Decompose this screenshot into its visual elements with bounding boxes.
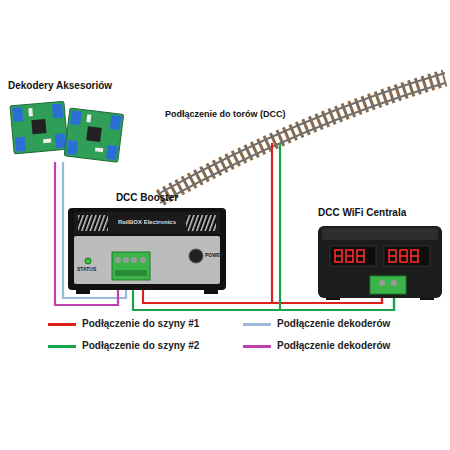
group-heading: Dekodery Aksesoriów <box>8 80 158 91</box>
legend-label: Podłączenie dekoderów <box>277 340 390 351</box>
decoder-board <box>64 108 123 162</box>
button-label: POWER <box>205 253 225 259</box>
terminal-screw <box>131 257 137 263</box>
terminal-screw <box>115 257 121 263</box>
wire-connector <box>55 162 118 305</box>
terminal-screw <box>391 280 397 286</box>
component <box>28 108 33 116</box>
display-digit <box>346 250 353 262</box>
track-section: Podłączenie do torów (DCC) <box>150 60 445 143</box>
device-case <box>68 208 226 290</box>
pcb <box>64 108 123 162</box>
terminal-screw <box>379 280 385 286</box>
central-device <box>318 226 442 300</box>
legend-swatch <box>243 345 271 348</box>
terminal-opening <box>115 270 147 276</box>
display-digit <box>357 250 364 262</box>
display-digit <box>411 250 418 262</box>
component <box>86 114 91 122</box>
device-case <box>318 226 442 298</box>
pcb <box>10 101 68 154</box>
booster-device <box>68 208 226 294</box>
brand-label: RailBOX Electronics <box>108 219 186 226</box>
display <box>384 246 430 266</box>
legend-label: Podłączenie do szyny #2 <box>82 340 199 351</box>
decoder-group: Dekodery Aksesoriów <box>8 100 133 162</box>
terminal-screw <box>123 257 129 263</box>
chip <box>31 119 46 134</box>
vent-grille <box>186 215 216 231</box>
status-led <box>85 258 91 264</box>
decoder-board <box>10 101 68 154</box>
display-digit <box>400 250 407 262</box>
vent-grille <box>78 215 108 231</box>
front-panel <box>74 236 220 284</box>
terminal-screw <box>140 257 146 263</box>
device-heading: DCC Booster <box>68 192 226 203</box>
display-digit <box>389 250 396 262</box>
legend-swatch <box>243 323 271 326</box>
wire-connector <box>63 162 126 298</box>
legend-label: Podłączenie dekoderów <box>277 318 390 329</box>
device-top-band <box>74 212 220 234</box>
display <box>330 246 376 266</box>
central-box: DCC WiFi Centrala <box>318 226 442 298</box>
track-rail <box>160 83 445 203</box>
terminal-block <box>110 115 122 130</box>
terminal-block <box>106 145 118 160</box>
terminal-block <box>55 133 66 148</box>
legend-swatch <box>48 323 76 326</box>
terminal-block <box>52 103 63 118</box>
chip <box>86 126 102 142</box>
device-foot <box>204 290 218 294</box>
device-top-band <box>322 228 438 240</box>
power-button <box>189 249 203 263</box>
display-digit <box>335 250 342 262</box>
terminal-block <box>12 107 23 122</box>
terminal-block <box>112 252 150 280</box>
terminal-block <box>370 276 406 294</box>
wire-connector <box>280 143 394 310</box>
legend-swatch <box>48 345 76 348</box>
led-label: STATUS <box>77 267 103 273</box>
wire-connector <box>272 143 382 303</box>
wire-connector <box>143 290 382 303</box>
wire-connector <box>133 290 394 310</box>
device-heading: DCC WiFi Centrala <box>318 207 448 218</box>
track-label: Podłączenie do torów (DCC) <box>165 110 330 120</box>
component <box>43 139 51 144</box>
booster-box: DCC BoosterRailBOX ElectronicsSTATUSPOWE… <box>68 208 226 290</box>
terminal-block <box>15 137 26 152</box>
legend-label: Podłączenie do szyny #1 <box>82 318 199 329</box>
component <box>95 147 103 152</box>
terminal-block <box>66 140 78 155</box>
device-foot <box>76 290 90 294</box>
terminal-block <box>70 110 82 125</box>
